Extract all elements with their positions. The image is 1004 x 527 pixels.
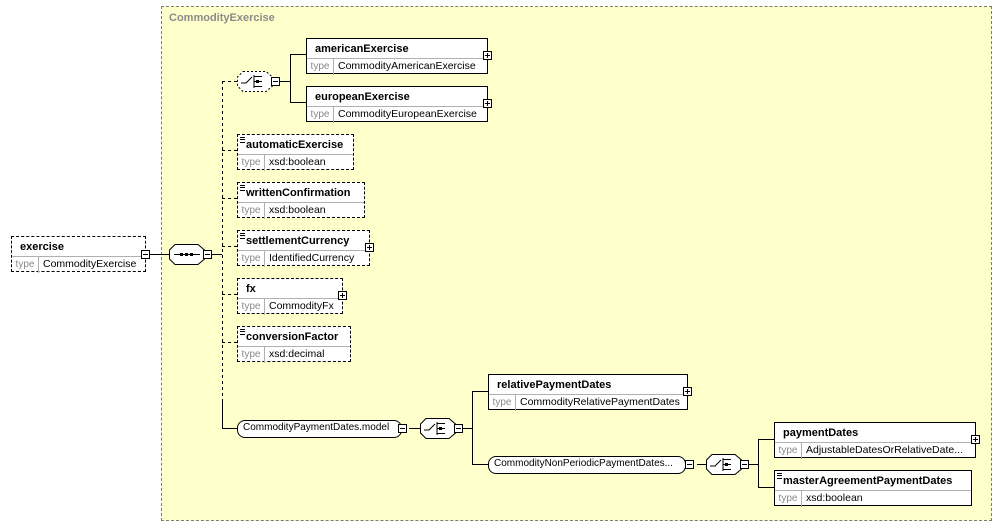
type-value: AdjustableDatesOrRelativeDate...: [806, 444, 963, 456]
type-value: CommodityRelativePaymentDates: [520, 396, 680, 408]
element-relative-payment-dates[interactable]: relativePaymentDates type CommodityRelat…: [488, 374, 688, 411]
choice-compositor-icon[interactable]: [706, 454, 742, 475]
type-value: xsd:boolean: [269, 204, 326, 216]
type-row: type CommodityAmericanExercise: [307, 58, 487, 75]
type-row: type xsd:boolean: [238, 154, 353, 171]
type-key: type: [307, 107, 334, 123]
annotation-icon: [777, 473, 782, 479]
annotation-icon: [240, 329, 245, 335]
sequence-compositor-icon[interactable]: [169, 244, 205, 265]
element-name: masterAgreementPaymentDates: [783, 475, 953, 487]
element-master-agreement-payment-dates[interactable]: masterAgreementPaymentDates type xsd:boo…: [774, 470, 972, 507]
type-value: CommodityEuropeanExercise: [338, 108, 477, 120]
element-name: automaticExercise: [246, 139, 344, 151]
expand-toggle-european-exercise[interactable]: [483, 99, 492, 108]
type-value: CommodityExercise: [43, 258, 137, 270]
collapse-toggle-non-periodic[interactable]: [685, 460, 694, 469]
collapse-toggle-exercise[interactable]: [141, 250, 150, 259]
type-value: CommodityFx: [269, 300, 334, 312]
type-row: type CommodityFx: [238, 298, 342, 315]
type-key: type: [238, 347, 265, 363]
choice-compositor-icon[interactable]: [237, 71, 273, 92]
element-american-exercise[interactable]: americanExercise type CommodityAmericanE…: [306, 38, 488, 75]
element-name: conversionFactor: [246, 331, 339, 343]
element-name: writtenConfirmation: [246, 187, 351, 199]
expand-toggle-settlement-currency[interactable]: [365, 243, 374, 252]
type-row: type IdentifiedCurrency: [238, 250, 369, 267]
type-key: type: [307, 59, 334, 75]
type-key: type: [775, 491, 802, 507]
collapse-toggle-sequence[interactable]: [203, 250, 212, 259]
collapse-toggle-choice-3[interactable]: [740, 460, 749, 469]
element-name: paymentDates: [783, 427, 859, 439]
element-written-confirmation[interactable]: writtenConfirmation type xsd:boolean: [237, 182, 365, 219]
collapse-toggle-choice[interactable]: [271, 77, 280, 86]
type-row: type CommodityEuropeanExercise: [307, 106, 487, 123]
type-key: type: [238, 203, 265, 219]
type-key: type: [238, 299, 265, 315]
type-key: type: [12, 257, 39, 273]
type-key: type: [775, 443, 802, 459]
element-payment-dates[interactable]: paymentDates type AdjustableDatesOrRelat…: [774, 422, 976, 459]
type-value: xsd:boolean: [806, 492, 863, 504]
element-name: europeanExercise: [315, 91, 410, 103]
element-name: americanExercise: [315, 43, 409, 55]
type-row: type xsd:boolean: [775, 490, 971, 507]
type-value: IdentifiedCurrency: [269, 252, 355, 264]
collapse-toggle-payment-model[interactable]: [398, 424, 407, 433]
annotation-icon: [240, 185, 245, 191]
type-row: type xsd:decimal: [238, 346, 350, 363]
group-commodity-payment-dates-model[interactable]: CommodityPaymentDates.model: [237, 420, 402, 438]
type-value: xsd:decimal: [269, 348, 325, 360]
type-value: CommodityAmericanExercise: [338, 60, 476, 72]
type-title: CommodityExercise: [169, 12, 275, 24]
element-european-exercise[interactable]: europeanExercise type CommodityEuropeanE…: [306, 86, 488, 123]
type-row: type CommodityRelativePaymentDates: [489, 394, 687, 411]
type-key: type: [489, 395, 516, 411]
expand-toggle-american-exercise[interactable]: [483, 51, 492, 60]
element-name: fx: [246, 283, 256, 295]
group-commodity-non-periodic-payment-dates[interactable]: CommodityNonPeriodicPaymentDates...: [488, 456, 686, 474]
type-key: type: [238, 251, 265, 267]
element-fx[interactable]: fx type CommodityFx: [237, 278, 343, 315]
element-name: settlementCurrency: [246, 235, 350, 247]
element-conversion-factor[interactable]: conversionFactor type xsd:decimal: [237, 326, 351, 363]
type-value: xsd:boolean: [269, 156, 326, 168]
element-settlement-currency[interactable]: settlementCurrency type IdentifiedCurren…: [237, 230, 370, 267]
expand-toggle-payment-dates[interactable]: [971, 435, 980, 444]
type-row: type CommodityExercise: [12, 256, 145, 273]
choice-compositor-icon[interactable]: [420, 418, 456, 439]
type-row: type AdjustableDatesOrRelativeDate...: [775, 442, 975, 459]
annotation-icon: [240, 233, 245, 239]
expand-toggle-fx[interactable]: [338, 291, 347, 300]
element-automatic-exercise[interactable]: automaticExercise type xsd:boolean: [237, 134, 354, 171]
collapse-toggle-choice-2[interactable]: [454, 424, 463, 433]
annotation-icon: [240, 137, 245, 143]
element-name: relativePaymentDates: [497, 379, 612, 391]
expand-toggle-relative-payment-dates[interactable]: [683, 387, 692, 396]
element-exercise[interactable]: exercise type CommodityExercise: [11, 236, 146, 273]
type-row: type xsd:boolean: [238, 202, 364, 219]
type-key: type: [238, 155, 265, 171]
element-name: exercise: [20, 241, 65, 253]
